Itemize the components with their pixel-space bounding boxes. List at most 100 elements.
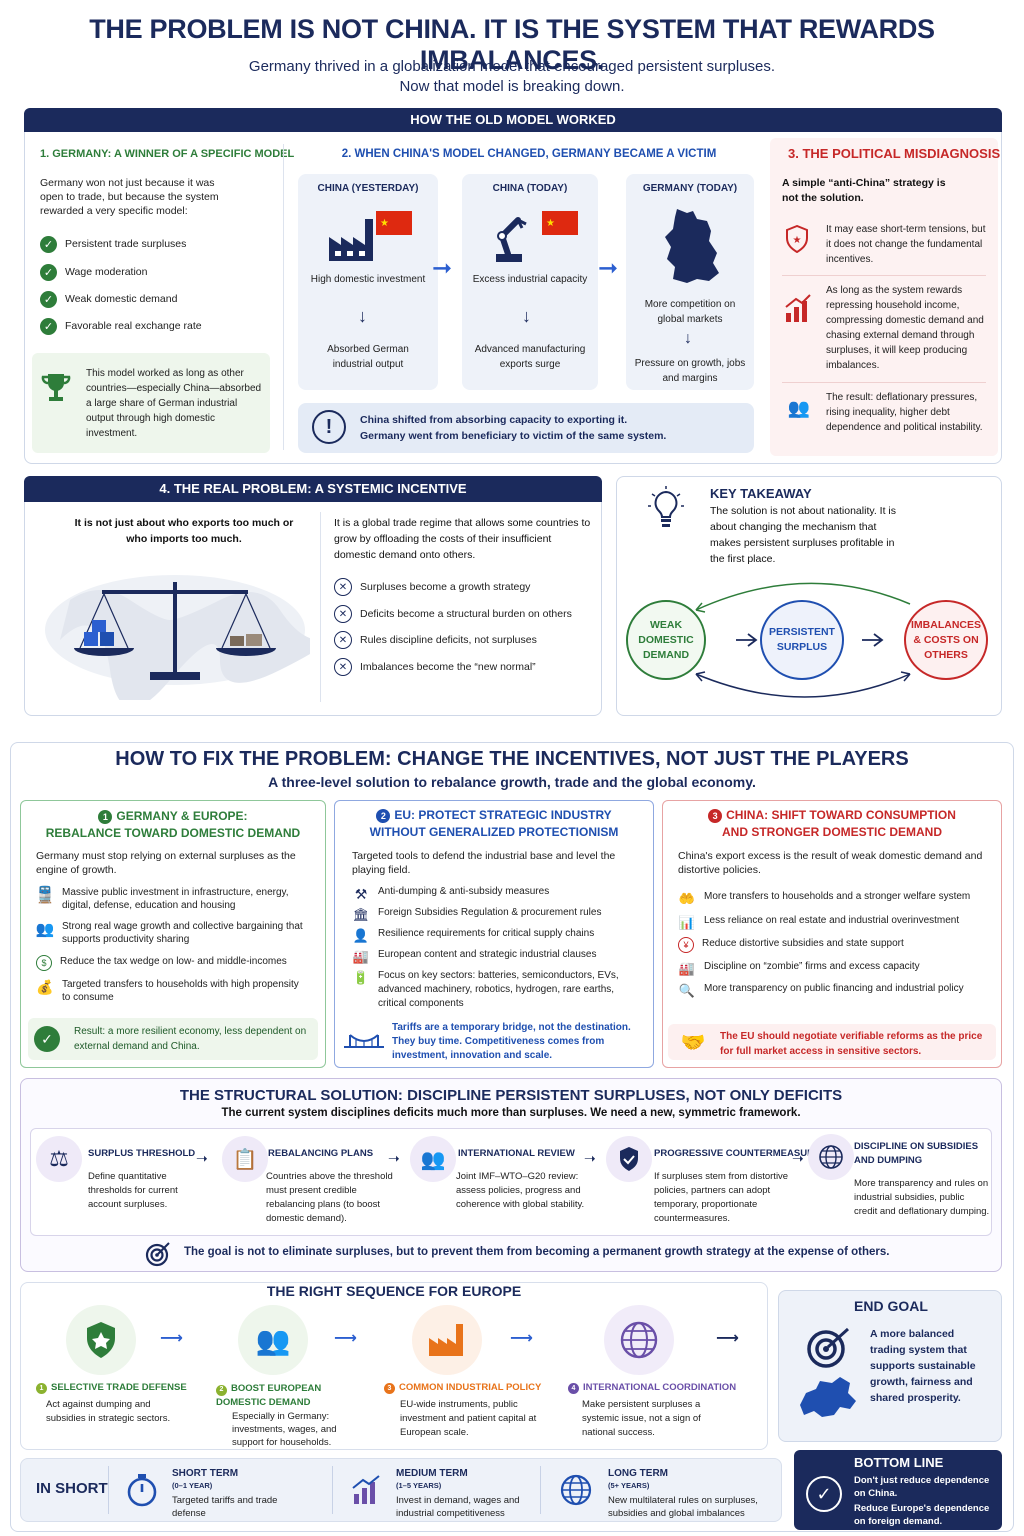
right-arrow-icon: ⟶ xyxy=(716,1330,739,1347)
real-problem-bar: 4. THE REAL PROBLEM: A SYSTEMIC INCENTIV… xyxy=(24,476,602,502)
down-arrow-icon: ↓ xyxy=(684,330,692,347)
cycle-arrows xyxy=(695,582,911,698)
card-top: Excess industrial capacity xyxy=(472,274,588,285)
col3-item: As long as the system rewards repressing… xyxy=(826,285,984,371)
people-group-icon: 👥 xyxy=(238,1305,308,1375)
building-icon: 🏛 xyxy=(352,907,370,922)
china-item-2: 📊Less reliance on real estate and indust… xyxy=(678,914,959,932)
china-intro: China's export excess is the result of w… xyxy=(678,850,983,876)
fix-subtitle: A three-level solution to rebalance grow… xyxy=(268,774,756,790)
structural-title: THE STRUCTURAL SOLUTION: DISCIPLINE PERS… xyxy=(179,1087,843,1104)
germany-intro: Germany must stop relying on external su… xyxy=(36,850,296,876)
right-arrow-icon: ➝ xyxy=(584,1150,596,1166)
check-icon: ✓ xyxy=(40,264,57,281)
page-title: THE PROBLEM IS NOT CHINA. IT IS THE SYST… xyxy=(89,14,935,75)
term-head: LONG TERM xyxy=(608,1468,668,1479)
right-arrow-icon: ➞ xyxy=(432,255,453,282)
real-problem-left: It is not just about who exports too muc… xyxy=(74,517,294,545)
divider xyxy=(332,1466,333,1514)
step-number: 2 xyxy=(376,809,391,823)
down-arrow-icon: ↓ xyxy=(522,306,531,326)
old-model-bar: HOW THE OLD MODEL WORKED xyxy=(24,108,1002,132)
check-label: Persistent trade surpluses xyxy=(65,238,187,250)
right-arrow-icon: ⟶ xyxy=(510,1330,533,1347)
right-arrow-icon: ➞ xyxy=(598,255,619,282)
inshort-box xyxy=(20,1458,782,1522)
col3-item: It may ease short-term tensions, but it … xyxy=(826,224,986,265)
factory-icon xyxy=(322,210,382,266)
germany-item-4: 💰Targeted transfers to households with h… xyxy=(36,978,302,1004)
right-arrow-icon: ⟶ xyxy=(160,1330,183,1347)
globe-icon xyxy=(808,1134,854,1180)
globe-icon xyxy=(604,1305,674,1375)
step-number: 4 xyxy=(568,1383,579,1394)
endgoal-box xyxy=(778,1290,1002,1442)
check-circle-icon: ✓ xyxy=(34,1026,60,1052)
germany-item-3: $ Reduce the tax wedge on low- and middle… xyxy=(36,955,310,971)
tax-icon: $ xyxy=(36,955,52,971)
eu-item-label: European content and strategic industria… xyxy=(378,949,597,960)
col1-box xyxy=(32,353,270,453)
right-arrow-icon: ➝ xyxy=(196,1150,208,1166)
germany-result-box xyxy=(28,1018,318,1060)
eu-item-3: 👤Resilience requirements for critical su… xyxy=(352,927,594,945)
term-sub: (0–1 YEAR) xyxy=(172,1481,213,1490)
card-bottom: Advanced manufacturing exports surge xyxy=(474,344,586,370)
seq-text: Especially in Germany: investments, wage… xyxy=(232,1411,337,1448)
gavel-icon: ⚒ xyxy=(354,885,368,902)
factory-icon xyxy=(412,1305,482,1375)
seq-text: Make persistent surpluses a systemic iss… xyxy=(582,1399,701,1438)
seq-head-text: INTERNATIONAL COORDINATION xyxy=(583,1382,737,1393)
germany-title-2: REBALANCE TOWARD DOMESTIC DEMAND xyxy=(45,826,301,840)
germany-result: Result: a more resilient economy, less d… xyxy=(74,1026,307,1052)
alert-icon: ! xyxy=(312,410,346,444)
eu-item-5: 🔋Focus on key sectors: batteries, semico… xyxy=(352,969,628,1011)
germany-item-2: 👥Strong real wage growth and collective … xyxy=(36,920,306,946)
col3-title: 3. THE POLITICAL MISDIAGNOSIS xyxy=(788,146,1001,161)
china-item-label: Reduce distortive subsidies and state su… xyxy=(702,938,904,949)
inshort-label: IN SHORT xyxy=(36,1480,108,1497)
card-top: More competition on global markets xyxy=(644,299,736,325)
group-icon: 👥 xyxy=(410,1136,456,1182)
divider xyxy=(283,144,284,450)
problem-item-3: ✕Rules discipline deficits, not surpluse… xyxy=(334,631,537,649)
germany-item-label: Targeted transfers to households with hi… xyxy=(62,979,299,1003)
step-number: 2 xyxy=(216,1384,227,1396)
seq-head-text: COMMON INDUSTRIAL POLICY xyxy=(399,1382,542,1393)
check-icon: ✓ xyxy=(40,291,57,308)
shield-star-icon xyxy=(66,1305,136,1375)
shield-check-icon xyxy=(606,1136,652,1182)
eu-title-text: EU: PROTECT STRATEGIC INDUSTRY xyxy=(394,808,612,822)
problem-item-label: Imbalances become the “new normal” xyxy=(360,661,536,673)
term-text: Targeted tariffs and trade defense xyxy=(172,1495,278,1519)
check-2: ✓Wage moderation xyxy=(40,264,148,281)
germany-item-label: Reduce the tax wedge on low- and middle-… xyxy=(60,956,287,967)
bottomline-line-2: Reduce Europe's dependence on foreign de… xyxy=(854,1503,990,1527)
takeaway-text: The solution is not about nationality. I… xyxy=(710,505,896,565)
circle-persistent-surplus: PERSISTENT SURPLUS xyxy=(760,600,844,680)
eu-box xyxy=(334,800,654,1068)
check-4: ✓Favorable real exchange rate xyxy=(40,318,202,335)
target-icon xyxy=(144,1240,172,1268)
subtitle-1: Germany thrived in a globalization model… xyxy=(248,58,776,75)
germany-map-icon xyxy=(652,206,728,292)
seq-head-text: SELECTIVE TRADE DEFENSE xyxy=(51,1382,187,1393)
svg-text:★: ★ xyxy=(793,235,802,246)
china-note-box xyxy=(668,1024,996,1060)
col1-intro: Germany won not just because it was open… xyxy=(40,177,219,217)
problem-item-1: ✕Surpluses become a growth strategy xyxy=(334,578,530,596)
germany-title-text: GERMANY & EUROPE: xyxy=(116,809,248,823)
step-number: 1 xyxy=(98,810,113,824)
card-top: High domestic investment xyxy=(310,274,426,285)
bottomline-line-1: Don't just reduce dependence on China. xyxy=(854,1475,990,1499)
col2-note-1: China shifted from absorbing capacity to… xyxy=(360,414,628,426)
china-flag-icon: ★ xyxy=(376,211,412,235)
robot-arm-icon xyxy=(486,206,536,266)
china-item-label: More transfers to households and a stron… xyxy=(704,891,971,902)
down-arrow-icon: ↓ xyxy=(358,306,367,326)
cross-circle-icon: ✕ xyxy=(334,631,352,649)
